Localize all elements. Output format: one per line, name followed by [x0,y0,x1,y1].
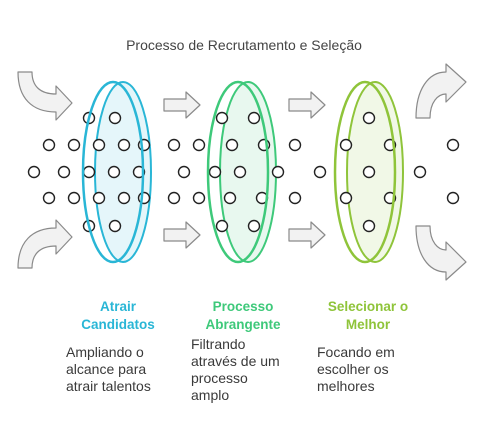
stage-3-title: Selecionar o Melhor [298,298,438,334]
candidate-dot [27,165,41,179]
candidate-dot [67,191,81,205]
candidate-dot [223,191,237,205]
right-arrow-icon [163,91,201,119]
candidate-dot [42,138,56,152]
candidate-dot [225,138,239,152]
candidate-dot [117,138,131,152]
candidate-dot [67,138,81,152]
candidate-dot [92,138,106,152]
stage-2-desc-line: amplo [191,387,230,403]
stage-3-desc-line: escolher os [317,361,389,377]
stage-3-desc-line: Focando em [317,344,395,360]
candidate-dot [215,111,229,125]
candidate-dot [271,165,285,179]
stage-1-desc-line: alcance para [66,361,147,377]
candidate-dot [313,165,327,179]
right-arrow-icon [288,221,326,249]
candidate-dot [107,165,121,179]
stage-2-title: Processo Abrangente [173,298,313,334]
candidate-dot [446,191,460,205]
candidate-dot [233,165,247,179]
candidate-dot [413,165,427,179]
stage-1-desc-line: Ampliando o [66,344,144,360]
curved-arrow-out-top-icon [415,63,467,119]
stage-2-ring-front [206,80,270,264]
candidate-dot [167,191,181,205]
candidate-dot [208,165,222,179]
curved-arrow-in-top-icon [17,71,73,121]
stage-2-title-line1: Processo [212,299,274,314]
curved-arrow-out-bottom-icon [415,225,467,281]
right-arrow-icon [288,91,326,119]
candidate-dot [108,111,122,125]
candidate-dot [362,111,376,125]
stage-2-desc-line: processo [191,370,248,386]
stage-1-title-line1: Atrair [99,299,136,314]
candidate-dot [247,219,261,233]
candidate-dot [167,138,181,152]
stage-3-title-line2: Melhor [345,317,391,332]
candidate-dot [215,219,229,233]
candidate-dot [288,191,302,205]
candidate-dot [339,191,353,205]
candidate-dot [288,138,302,152]
candidate-dot [108,219,122,233]
stage-1-title-line2: Candidatos [81,317,155,332]
candidate-dot [82,165,96,179]
diagram-title: Processo de Recrutamento e Seleção [126,37,362,53]
stage-1-description: Ampliando o alcance para atrair talentos [66,344,176,395]
curved-arrow-in-bottom-icon [17,219,73,269]
candidate-dot [42,191,56,205]
candidate-dot [362,219,376,233]
candidate-dot [57,165,71,179]
stage-2-description: Filtrando através de um processo amplo [191,336,301,404]
stage-1-title: Atrair Candidatos [48,298,188,334]
right-arrow-icon [163,221,201,249]
stage-3-title-line1: Selecionar o [327,299,409,314]
stage-3-description: Focando em escolher os melhores [317,344,427,395]
candidate-dot [117,191,131,205]
candidate-dot [247,111,261,125]
stage-3-ring-front [333,80,397,264]
candidate-dot [446,138,460,152]
stage-1-ring-front [81,80,145,264]
candidate-dot [192,191,206,205]
stage-1-desc-line: atrair talentos [66,378,151,394]
candidate-dot [192,138,206,152]
candidate-dot [339,138,353,152]
stage-3-desc-line: melhores [317,378,375,394]
stage-2-title-line2: Abrangente [205,317,281,332]
stage-2-desc-line: Filtrando [191,336,246,352]
candidate-dot [362,165,376,179]
candidate-dot [92,191,106,205]
candidate-dot [177,165,191,179]
stage-2-desc-line: através de um [191,353,280,369]
